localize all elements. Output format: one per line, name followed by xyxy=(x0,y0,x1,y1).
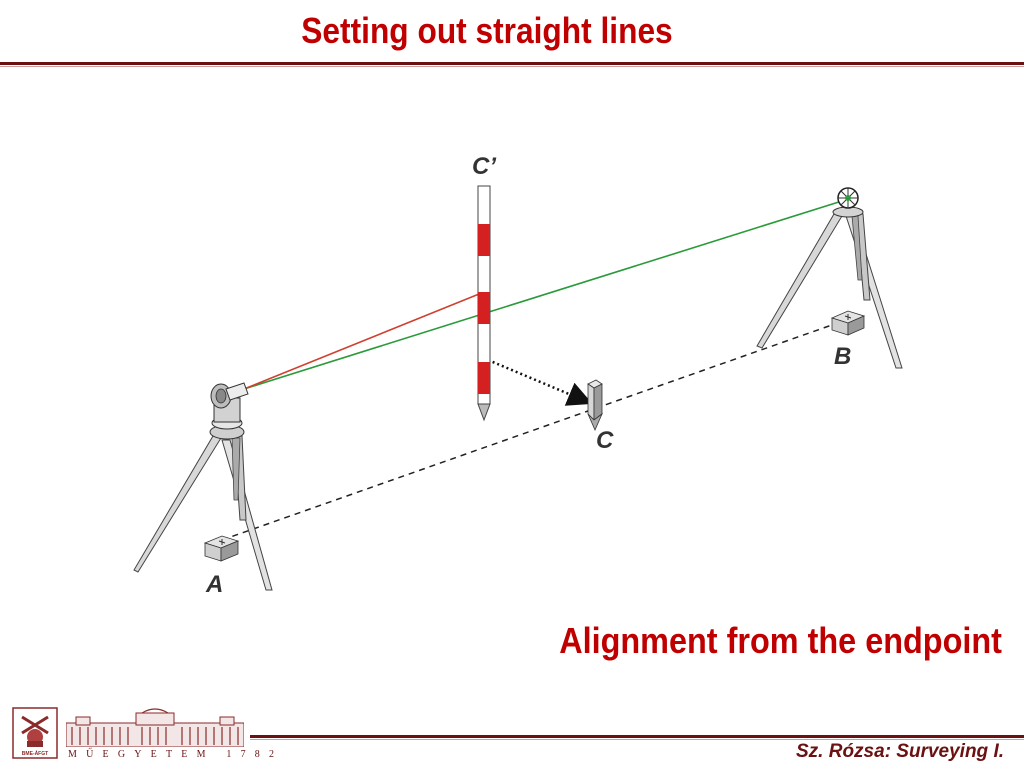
footer-credit: Sz. Rózsa: Surveying I. xyxy=(796,741,1004,762)
theodolite-a xyxy=(133,382,273,591)
baseline-ab xyxy=(221,319,847,541)
slide-title: Setting out straight lines xyxy=(301,10,673,51)
footer-divider-shadow xyxy=(250,739,1024,740)
sight-line-red xyxy=(243,291,485,390)
title-divider-shadow xyxy=(0,66,1024,67)
label-c: C xyxy=(596,427,614,454)
marker-b xyxy=(830,310,866,336)
footer-divider xyxy=(250,735,1024,738)
marker-a xyxy=(203,535,240,562)
target-tripod-b xyxy=(756,187,903,369)
svg-text:BME-ÁFGT: BME-ÁFGT xyxy=(22,750,48,757)
alignment-diagram: C’ C A B xyxy=(133,153,903,598)
ranging-pole xyxy=(477,185,491,422)
slide-subtitle: Alignment from the endpoint xyxy=(559,620,1002,661)
title-divider xyxy=(0,62,1024,65)
university-motto: MŰEGYETEM 1782 xyxy=(68,749,284,760)
move-arrow xyxy=(487,358,593,406)
bme-afgt-logo: BME-ÁFGT xyxy=(12,707,58,759)
label-c-prime: C’ xyxy=(472,153,496,180)
label-b: B xyxy=(834,343,851,370)
peg-c xyxy=(587,379,603,431)
label-a: A xyxy=(205,571,223,598)
university-building-logo xyxy=(66,708,244,747)
sight-line-green xyxy=(243,200,843,390)
